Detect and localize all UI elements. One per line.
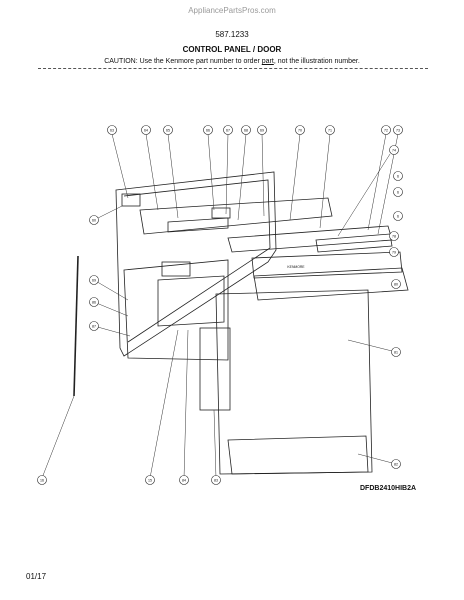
hinge-bracket: [121, 193, 141, 207]
callout-6b: 6: [397, 190, 399, 194]
panel-strip: [199, 327, 231, 411]
callout-16: 16: [40, 478, 44, 482]
callout-69-top: 69: [260, 128, 264, 132]
caution-text-end: , not the illustration number.: [273, 58, 360, 65]
callout-63: 63: [110, 128, 114, 132]
footer-page-code: 01/17: [26, 572, 47, 581]
callout-71: 71: [328, 128, 332, 132]
callout-66: 66: [206, 128, 210, 132]
callout-15: 15: [148, 478, 152, 482]
callout-60: 60: [92, 218, 96, 222]
callout-81: 81: [394, 350, 398, 354]
header-divider: [38, 68, 428, 69]
callout-87: 87: [92, 324, 96, 328]
callout-82: 82: [394, 462, 398, 466]
detergent-dispenser: [161, 261, 191, 277]
callout-68: 68: [244, 128, 248, 132]
caution-text-start: CAUTION: Use the Kenmore part number to …: [104, 58, 262, 65]
outer-door-panel: [215, 289, 373, 475]
callout-64: 64: [144, 128, 148, 132]
latch-assembly: [211, 207, 231, 219]
exploded-parts-diagram: 63 64 65 66 67 68 69 70 71 72 73 74 6 6 …: [37, 125, 409, 485]
control-panel-housing: [139, 197, 333, 235]
callout-72: 72: [384, 128, 388, 132]
diagram-part-number: DFDB2410HIB2A: [360, 485, 417, 492]
callout-70: 70: [298, 128, 302, 132]
callout-79: 79: [392, 250, 396, 254]
callout-69-left: 69: [92, 278, 96, 282]
callout-73: 73: [396, 128, 400, 132]
callout-6c: 6: [397, 214, 399, 218]
callout-78: 78: [392, 234, 396, 238]
page-title: CONTROL PANEL / DOOR: [182, 45, 282, 54]
caution-link-part: part: [261, 58, 274, 65]
watermark-text: AppliancePartsPros.com: [188, 6, 276, 15]
callout-65: 65: [166, 128, 170, 132]
front-control-panel: [251, 251, 403, 279]
callout-74: 74: [392, 148, 396, 152]
inner-liner: [123, 259, 229, 361]
callout-84: 84: [182, 478, 186, 482]
callout-86: 86: [92, 300, 96, 304]
door-seal: [73, 255, 79, 397]
caution-note: CAUTION: Use the Kenmore part number to …: [0, 58, 464, 65]
callout-67: 67: [226, 128, 230, 132]
callout-83: 83: [214, 478, 218, 482]
panel-brand-label: KENMORE: [287, 265, 305, 269]
callout-80: 80: [394, 282, 398, 286]
callout-6a: 6: [397, 174, 399, 178]
model-number: 587.1233: [215, 30, 249, 39]
keypad-panel: [315, 233, 393, 253]
door-liner: [115, 171, 277, 357]
